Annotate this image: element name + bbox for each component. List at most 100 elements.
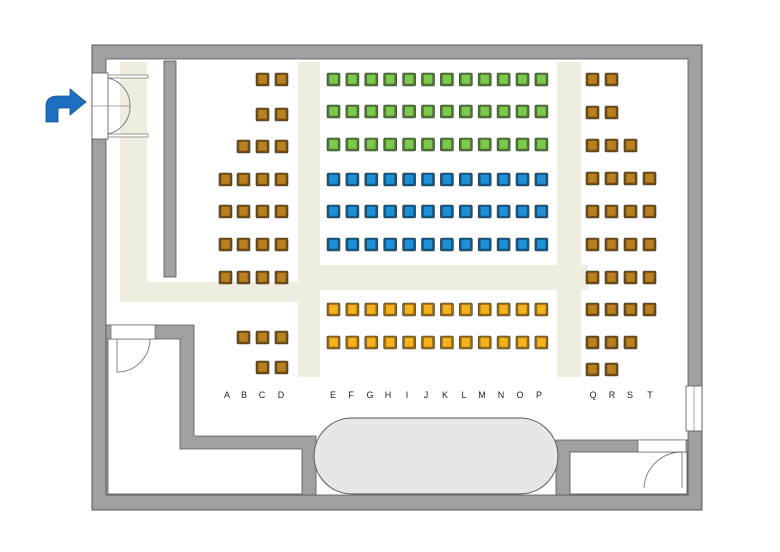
seat-center-s1-r3-c7[interactable] (440, 137, 454, 152)
seat-right-r2-c1[interactable] (585, 105, 600, 120)
seat-center-s1-r2-c5[interactable] (402, 104, 416, 119)
seat-center-s1-r1-c8[interactable] (458, 72, 473, 87)
seat-center-s2-r2-c8[interactable] (458, 204, 473, 219)
seat-right-r3-c1[interactable] (585, 138, 600, 153)
seat-center-s2-r2-c11[interactable] (515, 204, 530, 219)
seat-right-r6-c3[interactable] (623, 237, 638, 252)
seat-center-s3-r2-c1[interactable] (326, 335, 341, 350)
seat-center-s1-r2-c12[interactable] (534, 104, 549, 119)
seat-left-r3-c3[interactable] (255, 139, 270, 154)
seat-left-r7-c1[interactable] (218, 270, 233, 285)
seat-right-r4-c3[interactable] (623, 171, 638, 186)
seat-left-r6-c2[interactable] (236, 237, 251, 252)
seat-center-s2-r2-c12[interactable] (534, 204, 549, 219)
seat-center-s1-r2-c11[interactable] (515, 104, 530, 119)
seat-center-s2-r3-c3[interactable] (364, 237, 379, 252)
seat-center-s3-r1-c1[interactable] (326, 302, 341, 317)
seat-right-r10-c2[interactable] (604, 362, 619, 377)
seat-center-s2-r1-c10[interactable] (496, 172, 511, 187)
seat-right-r1-c2[interactable] (604, 72, 619, 87)
seat-center-s2-r3-c4[interactable] (383, 237, 398, 252)
seat-center-s2-r2-c10[interactable] (496, 204, 511, 219)
seat-center-s1-r1-c11[interactable] (515, 72, 530, 87)
seat-left-r4-c3[interactable] (255, 172, 270, 187)
seat-center-s2-r3-c11[interactable] (515, 237, 530, 252)
seat-center-s3-r2-c3[interactable] (364, 335, 379, 350)
seat-left-r2-c4[interactable] (274, 107, 289, 122)
seat-left-r8-c2[interactable] (236, 330, 251, 345)
seat-left-r4-c4[interactable] (274, 172, 289, 187)
seat-right-r6-c2[interactable] (604, 237, 619, 252)
seat-center-s3-r2-c10[interactable] (496, 335, 511, 350)
seat-center-s1-r3-c1[interactable] (326, 137, 341, 152)
right-exit-door[interactable] (685, 385, 703, 432)
seat-left-r5-c1[interactable] (218, 204, 233, 219)
seat-center-s1-r1-c3[interactable] (364, 72, 379, 87)
seat-center-s2-r2-c1[interactable] (326, 204, 341, 219)
seat-center-s3-r1-c6[interactable] (421, 302, 435, 317)
seat-center-s2-r3-c2[interactable] (345, 237, 360, 252)
seat-center-s1-r2-c9[interactable] (477, 104, 492, 119)
seat-center-s2-r3-c5[interactable] (402, 237, 416, 252)
seat-right-r6-c4[interactable] (642, 237, 657, 252)
seat-left-r3-c2[interactable] (236, 139, 251, 154)
seat-center-s3-r2-c9[interactable] (477, 335, 492, 350)
seat-center-s2-r1-c2[interactable] (345, 172, 360, 187)
seat-right-r5-c1[interactable] (585, 204, 600, 219)
seat-center-s1-r2-c10[interactable] (496, 104, 511, 119)
seat-left-r8-c4[interactable] (274, 330, 289, 345)
seat-right-r9-c2[interactable] (604, 335, 619, 350)
seat-center-s1-r1-c7[interactable] (440, 72, 454, 87)
seat-right-r1-c1[interactable] (585, 72, 600, 87)
seat-left-r7-c2[interactable] (236, 270, 251, 285)
seat-left-r9-c3[interactable] (255, 360, 270, 375)
seat-right-r8-c3[interactable] (623, 302, 638, 317)
seat-center-s1-r1-c9[interactable] (477, 72, 492, 87)
seat-left-r1-c4[interactable] (274, 72, 289, 87)
seat-center-s3-r2-c5[interactable] (402, 335, 416, 350)
seat-left-r1-c3[interactable] (255, 72, 270, 87)
seat-center-s3-r1-c7[interactable] (440, 302, 454, 317)
seat-left-r3-c4[interactable] (274, 139, 289, 154)
seat-center-s2-r3-c12[interactable] (534, 237, 549, 252)
seat-left-r7-c3[interactable] (255, 270, 270, 285)
seat-center-s1-r3-c8[interactable] (458, 137, 473, 152)
seat-left-r4-c2[interactable] (236, 172, 251, 187)
seat-center-s2-r3-c6[interactable] (421, 237, 435, 252)
seat-center-s1-r2-c8[interactable] (458, 104, 473, 119)
seat-center-s1-r1-c1[interactable] (326, 72, 341, 87)
seat-center-s3-r1-c11[interactable] (515, 302, 530, 317)
seat-center-s3-r1-c5[interactable] (402, 302, 416, 317)
seat-center-s1-r1-c10[interactable] (496, 72, 511, 87)
seat-center-s1-r3-c3[interactable] (364, 137, 379, 152)
seat-center-s1-r1-c2[interactable] (345, 72, 360, 87)
seat-center-s2-r1-c7[interactable] (440, 172, 454, 187)
seat-left-r5-c4[interactable] (274, 204, 289, 219)
seat-left-r6-c1[interactable] (218, 237, 233, 252)
seat-left-r7-c4[interactable] (274, 270, 289, 285)
seat-center-s2-r2-c5[interactable] (402, 204, 416, 219)
seat-right-r7-c4[interactable] (642, 270, 657, 285)
seat-center-s3-r1-c12[interactable] (534, 302, 549, 317)
seat-center-s2-r1-c8[interactable] (458, 172, 473, 187)
seat-center-s1-r2-c2[interactable] (345, 104, 360, 119)
seat-center-s3-r2-c11[interactable] (515, 335, 530, 350)
seat-right-r4-c2[interactable] (604, 171, 619, 186)
seat-center-s2-r1-c4[interactable] (383, 172, 398, 187)
seat-right-r3-c2[interactable] (604, 138, 619, 153)
seat-center-s2-r3-c7[interactable] (440, 237, 454, 252)
seat-center-s1-r3-c10[interactable] (496, 137, 511, 152)
seat-right-r3-c3[interactable] (623, 138, 638, 153)
seat-right-r7-c1[interactable] (585, 270, 600, 285)
seat-center-s2-r3-c10[interactable] (496, 237, 511, 252)
seat-right-r8-c4[interactable] (642, 302, 657, 317)
seat-center-s3-r1-c4[interactable] (383, 302, 398, 317)
seat-center-s1-r1-c6[interactable] (421, 72, 435, 87)
seat-center-s2-r2-c7[interactable] (440, 204, 454, 219)
seat-center-s2-r1-c3[interactable] (364, 172, 379, 187)
seat-center-s2-r1-c12[interactable] (534, 172, 549, 187)
seat-right-r6-c1[interactable] (585, 237, 600, 252)
seat-right-r5-c4[interactable] (642, 204, 657, 219)
seat-center-s1-r1-c4[interactable] (383, 72, 398, 87)
seat-center-s1-r3-c12[interactable] (534, 137, 549, 152)
